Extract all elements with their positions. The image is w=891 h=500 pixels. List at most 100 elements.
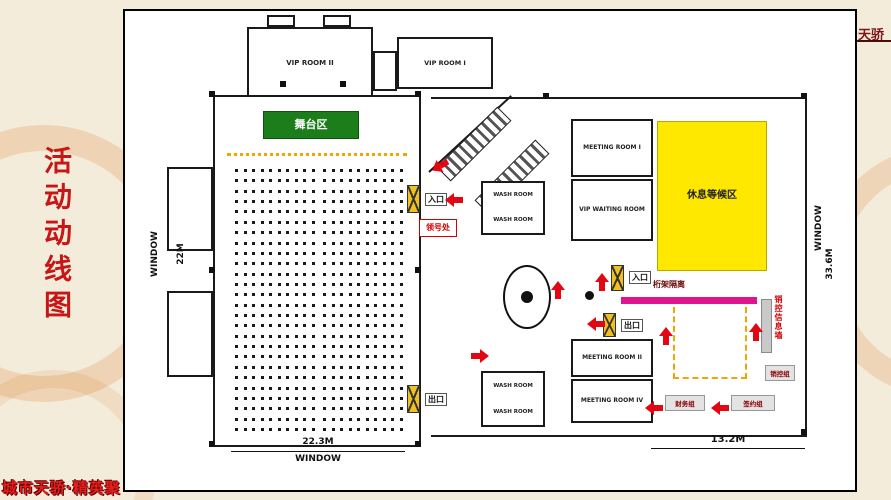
seat-dot	[286, 407, 290, 411]
seat-dot	[269, 251, 273, 255]
seat-dot	[365, 251, 369, 255]
seat-dot	[312, 241, 315, 245]
seat-dot	[357, 169, 361, 172]
seat-dot	[269, 169, 273, 172]
seat-dot	[400, 396, 403, 400]
signing-desk-label: 签约组	[743, 400, 763, 408]
seat-dot	[286, 179, 290, 183]
seat-dot	[382, 220, 386, 224]
seat-dot	[235, 179, 238, 183]
seat-dot	[348, 355, 352, 359]
seat-dot	[303, 293, 307, 297]
seat-dot	[294, 210, 298, 214]
seat-dot	[357, 324, 361, 328]
seat-dot	[323, 396, 326, 400]
seat-dot	[269, 417, 273, 421]
seat-dot	[277, 272, 281, 276]
seat-dot	[260, 282, 264, 286]
seat-dot	[348, 169, 352, 172]
seat-dot	[374, 396, 378, 400]
floor-plan: VIP ROOM II VIP ROOM I 舞台区 MEETING ROOM …	[123, 9, 857, 492]
seat-dot	[303, 303, 307, 307]
seat-dot	[357, 407, 361, 411]
seat-dot	[294, 314, 298, 318]
column-mark	[415, 91, 421, 97]
seat-dot	[260, 314, 264, 318]
seat-dot	[391, 314, 395, 318]
seat-dot	[331, 262, 335, 266]
seat-dot	[312, 220, 315, 224]
exit-label: 出口	[425, 393, 447, 406]
seat-dot	[243, 365, 247, 369]
seat-dot	[243, 262, 247, 266]
seat-dot	[260, 396, 264, 400]
seat-dot	[303, 345, 307, 349]
seat-dot	[303, 210, 307, 214]
seat-dot	[340, 428, 344, 431]
seat-dot	[286, 345, 290, 349]
seat-dot	[340, 303, 344, 307]
seat-dot	[286, 303, 290, 307]
seat-dot	[303, 231, 307, 235]
seat-dot	[323, 241, 326, 245]
seat-dot	[269, 376, 273, 380]
seat-dot	[323, 231, 326, 235]
seat-dot	[331, 376, 335, 380]
seat-dot	[357, 417, 361, 421]
seat-dot	[323, 345, 326, 349]
seat-dot	[312, 231, 315, 235]
seat-dot	[312, 282, 315, 286]
seat-dot	[303, 396, 307, 400]
seat-dot	[348, 251, 352, 255]
flow-arrow	[711, 401, 729, 415]
info-wall-shape	[761, 299, 772, 353]
seat-dot	[340, 210, 344, 214]
sales-control-desk-label: 销控组	[770, 370, 790, 378]
seat-dot	[235, 220, 238, 224]
seat-dot	[340, 293, 344, 297]
seat-dot	[243, 210, 247, 214]
seat-dot	[391, 179, 395, 183]
seat-dot	[243, 376, 247, 380]
seat-dot	[365, 220, 369, 224]
wash-room-label: WASH ROOM	[493, 217, 533, 224]
bottom-dimension-line	[231, 451, 405, 452]
seat-dot	[252, 386, 256, 390]
seat-dot	[269, 386, 273, 390]
seat-dot	[357, 272, 361, 276]
seat-dot	[382, 179, 386, 183]
seat-dot	[382, 345, 386, 349]
seat-dot	[294, 428, 298, 431]
seat-dot	[286, 396, 290, 400]
seat-dot	[365, 417, 369, 421]
seat-dot	[294, 272, 298, 276]
seat-dot	[374, 262, 378, 266]
seat-dot	[348, 386, 352, 390]
seat-dot	[294, 251, 298, 255]
seat-dot	[303, 272, 307, 276]
seat-dot	[243, 251, 247, 255]
seat-dot	[331, 417, 335, 421]
seat-dot	[382, 314, 386, 318]
seat-dot	[382, 417, 386, 421]
seat-dot	[260, 241, 264, 245]
seat-dot	[365, 189, 369, 193]
exit-door-icon	[407, 385, 420, 413]
window-alcove	[167, 167, 213, 251]
window-alcove	[167, 291, 213, 377]
seat-dot	[235, 334, 238, 338]
seat-dot	[365, 386, 369, 390]
seat-dot	[331, 241, 335, 245]
seat-dot	[286, 272, 290, 276]
seat-dot	[400, 200, 403, 204]
room-vip-waiting: VIP WAITING ROOM	[571, 179, 653, 241]
seat-dot	[260, 334, 264, 338]
seat-dot	[400, 189, 403, 193]
seat-dot	[277, 376, 281, 380]
seat-dot	[400, 324, 403, 328]
seat-dot	[400, 407, 403, 411]
seat-dot	[382, 293, 386, 297]
seat-dot	[269, 396, 273, 400]
seat-dot	[277, 169, 281, 172]
seat-dot	[312, 396, 315, 400]
